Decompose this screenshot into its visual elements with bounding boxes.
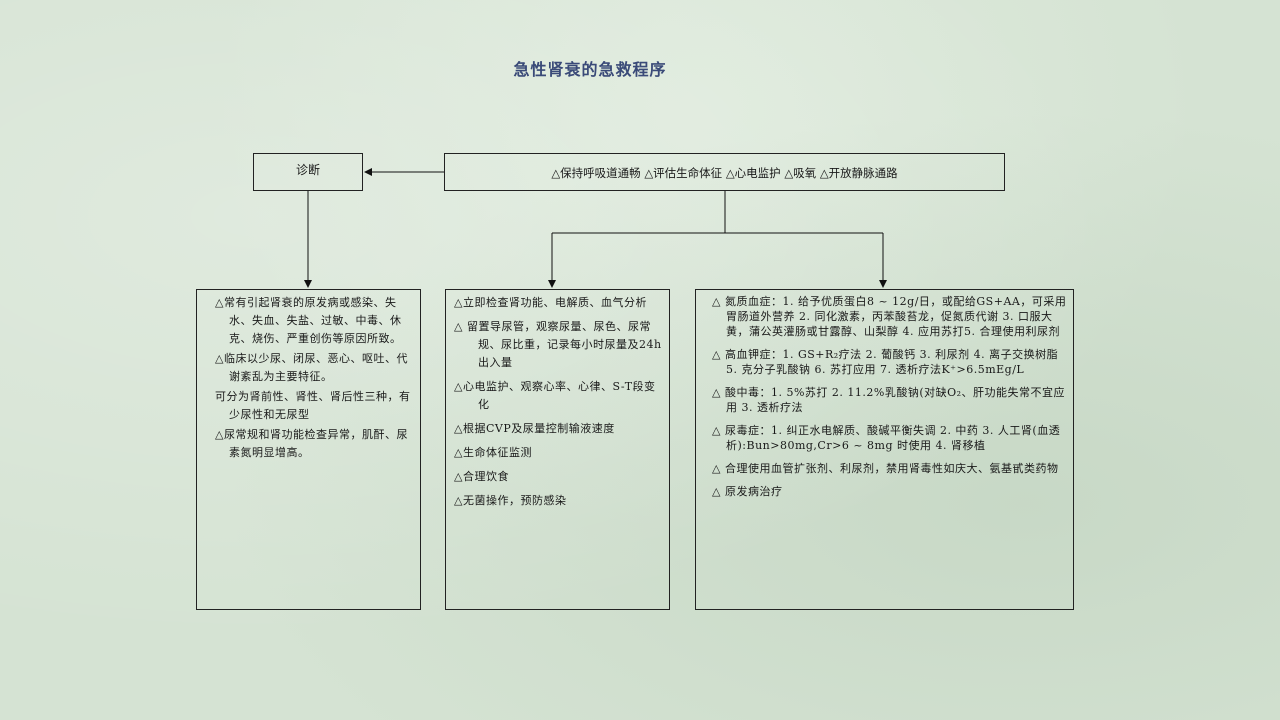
monitoring-item: △根据CVP及尿量控制输液速度 <box>454 422 615 435</box>
treatment-box: △ 氮质血症：1. 给予优质蛋白8 ~ 12g/日，或配给GS+AA，可采用胃肠… <box>695 289 1074 610</box>
monitoring-item: △生命体征监测 <box>454 446 532 459</box>
monitoring-item: △合理饮食 <box>454 470 509 483</box>
diagnosis-item: △尿常规和肾功能检查异常，肌酐、尿素氮明显增高。 <box>215 428 408 459</box>
treatment-item: △ 尿毒症：1. 纠正水电解质、酸碱平衡失调 2. 中药 3. 人工肾(血透析)… <box>712 424 1061 452</box>
diagnosis-box: 诊断 <box>253 153 363 191</box>
diagnosis-criteria-box: △常有引起肾衰的原发病或感染、失水、失血、失盐、过敏、中毒、休克、烧伤、严重创伤… <box>196 289 421 610</box>
page-title: 急性肾衰的急救程序 <box>513 60 667 79</box>
monitoring-item: △无菌操作，预防感染 <box>454 494 567 507</box>
treatment-item: △ 氮质血症：1. 给予优质蛋白8 ~ 12g/日，或配给GS+AA，可采用胃肠… <box>712 295 1067 338</box>
diagnosis-item: △常有引起肾衰的原发病或感染、失水、失血、失盐、过敏、中毒、休克、烧伤、严重创伤… <box>215 296 402 345</box>
diagnosis-item: △临床以少尿、闭尿、恶心、呕吐、代谢紊乱为主要特征。 <box>215 352 408 383</box>
monitoring-item: △ 留置导尿管，观察尿量、尿色、尿常规、尿比重，记录每小时尿量及24h出入量 <box>454 320 662 369</box>
monitoring-item: △立即检查肾功能、电解质、血气分析 <box>454 296 647 309</box>
treatment-item: △ 原发病治疗 <box>712 485 783 498</box>
treatment-item: △ 酸中毒：1. 5%苏打 2. 11.2%乳酸钠(对缺O₂、肝功能失常不宜应用… <box>712 386 1066 414</box>
monitoring-box: △立即检查肾功能、电解质、血气分析 △ 留置导尿管，观察尿量、尿色、尿常规、尿比… <box>445 289 670 610</box>
monitoring-item: △心电监护、观察心率、心律、S-T段变化 <box>454 380 656 411</box>
diagnosis-label: 诊断 <box>295 163 320 177</box>
diagnosis-item: 可分为肾前性、肾性、肾后性三种，有少尿性和无尿型 <box>215 390 411 421</box>
initial-measures-box: △保持呼吸道通畅 △评估生命体征 △心电监护 △吸氧 △开放静脉通路 <box>444 153 1005 191</box>
initial-measures-label: △保持呼吸道通畅 △评估生命体征 △心电监护 △吸氧 △开放静脉通路 <box>551 166 898 180</box>
treatment-item: △ 高血钾症：1. GS+R₂疗法 2. 葡酸钙 3. 利尿剂 4. 离子交换树… <box>712 348 1059 376</box>
treatment-item: △ 合理使用血管扩张剂、利尿剂，禁用肾毒性如庆大、氨基甙类药物 <box>712 462 1059 475</box>
